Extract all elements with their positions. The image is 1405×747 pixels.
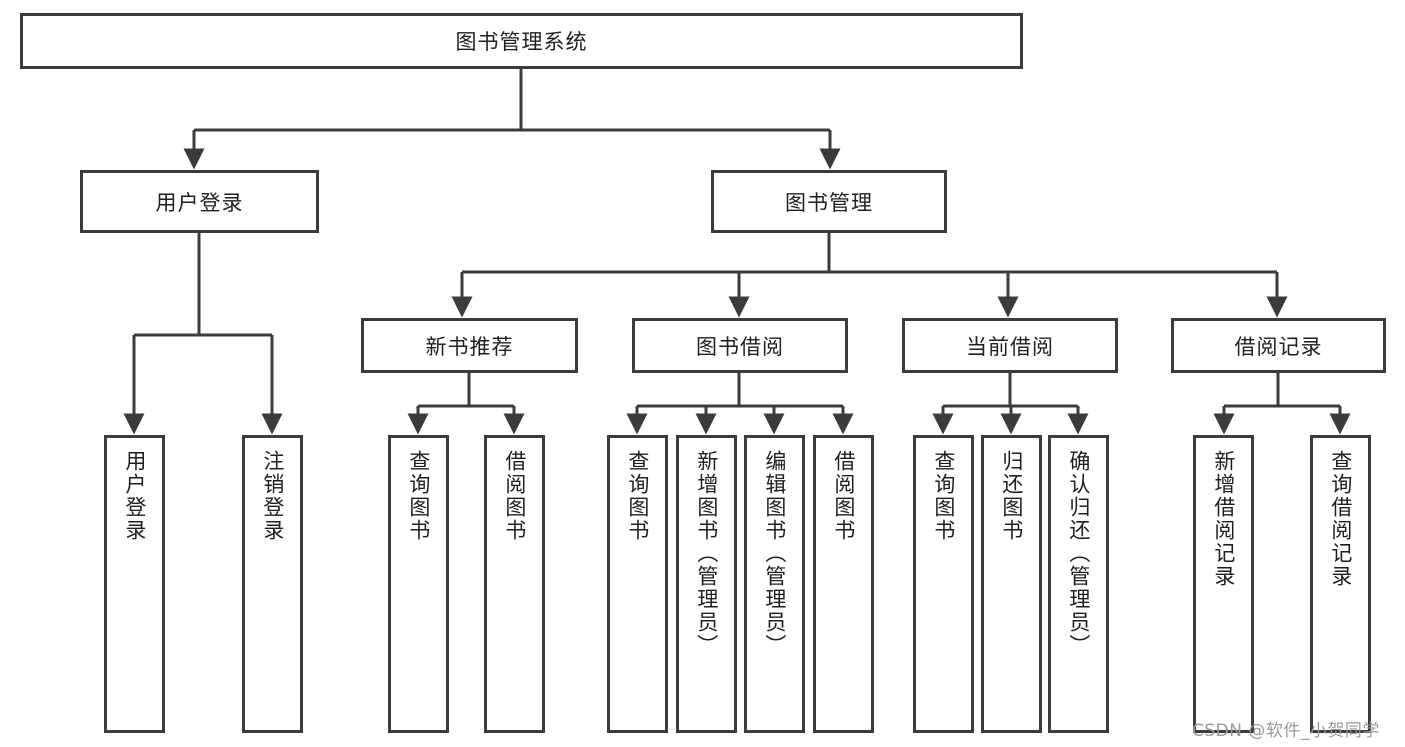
node-leaf-borrow-book-1[interactable]: 借阅图书 — [484, 435, 545, 733]
node-leaf-return-book[interactable]: 归还图书 — [981, 435, 1042, 733]
node-leaf-query-book-2[interactable]: 查询图书 — [607, 435, 668, 733]
node-leaf-borrow-book-2-label: 借阅图书 — [831, 450, 856, 542]
node-leaf-return-book-label: 归还图书 — [999, 450, 1024, 542]
node-leaf-query-book-1-label: 查询图书 — [406, 450, 431, 542]
node-leaf-confirm-return[interactable]: 确认归还（管理员） — [1048, 435, 1109, 733]
node-user-login-label: 用户登录 — [155, 190, 244, 215]
node-leaf-add-record[interactable]: 新增借阅记录 — [1193, 435, 1254, 733]
node-leaf-query-book-3[interactable]: 查询图书 — [913, 435, 974, 733]
node-leaf-logout-label: 注销登录 — [260, 450, 285, 542]
node-leaf-edit-book[interactable]: 编辑图书（管理员） — [744, 435, 805, 733]
node-leaf-edit-book-label: 编辑图书（管理员） — [762, 450, 787, 657]
node-leaf-logout[interactable]: 注销登录 — [242, 435, 303, 733]
node-current-borrow[interactable]: 当前借阅 — [902, 318, 1118, 373]
node-leaf-borrow-book-1-label: 借阅图书 — [502, 450, 527, 542]
node-leaf-user-login[interactable]: 用户登录 — [104, 435, 165, 733]
node-book-borrow-label: 图书借阅 — [696, 334, 784, 359]
node-leaf-query-record[interactable]: 查询借阅记录 — [1310, 435, 1371, 733]
node-leaf-confirm-return-label: 确认归还（管理员） — [1066, 450, 1091, 657]
csdn-watermark: CSDN @软件_小贺同学 — [1192, 721, 1380, 741]
node-leaf-user-login-label: 用户登录 — [122, 450, 147, 542]
node-root-label: 图书管理系统 — [455, 30, 588, 54]
node-leaf-query-book-1[interactable]: 查询图书 — [388, 435, 449, 733]
node-new-book-recommend-label: 新书推荐 — [425, 334, 514, 359]
node-leaf-borrow-book-2[interactable]: 借阅图书 — [813, 435, 874, 733]
node-book-borrow[interactable]: 图书借阅 — [632, 318, 848, 373]
node-leaf-add-record-label: 新增借阅记录 — [1211, 450, 1236, 588]
node-borrow-record-label: 借阅记录 — [1234, 334, 1323, 359]
node-leaf-add-book[interactable]: 新增图书（管理员） — [676, 435, 737, 733]
node-leaf-query-book-2-label: 查询图书 — [625, 450, 650, 542]
node-book-management-label: 图书管理 — [785, 190, 873, 215]
node-current-borrow-label: 当前借阅 — [966, 334, 1054, 359]
node-leaf-query-record-label: 查询借阅记录 — [1328, 450, 1353, 588]
node-leaf-query-book-3-label: 查询图书 — [931, 450, 956, 542]
node-borrow-record[interactable]: 借阅记录 — [1171, 318, 1386, 373]
node-root[interactable]: 图书管理系统 — [20, 13, 1023, 69]
node-leaf-add-book-label: 新增图书（管理员） — [694, 450, 719, 657]
node-new-book-recommend[interactable]: 新书推荐 — [361, 318, 578, 373]
node-book-management[interactable]: 图书管理 — [711, 170, 947, 233]
node-user-login[interactable]: 用户登录 — [80, 170, 319, 233]
